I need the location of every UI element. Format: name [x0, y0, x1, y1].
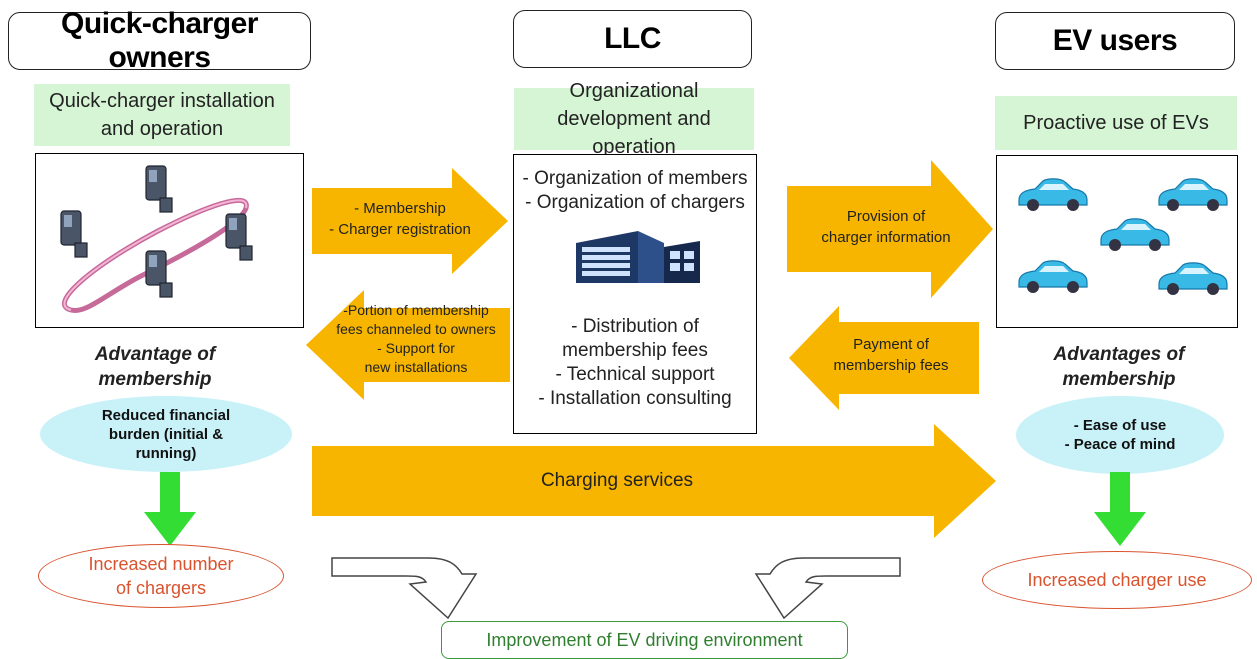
llc-item-chargers: - Organization of chargers	[525, 192, 745, 213]
users-benefit-ease: - Ease of use	[1073, 417, 1167, 434]
fees-support-arrow-left	[306, 290, 510, 400]
owners-benefit-ellipse: Reduced financial burden (initial & runn…	[40, 396, 292, 472]
owners-chargers-panel	[35, 153, 304, 328]
users-result-ellipse: Increased charger use	[982, 551, 1252, 609]
left-converging-arrow	[331, 557, 478, 620]
flow-provision-label-1: Provision of	[846, 208, 926, 225]
llc-item-members: - Organization of members	[522, 168, 748, 189]
users-benefit-ellipse: - Ease of use - Peace of mind	[1016, 396, 1224, 474]
users-result-label: Increased charger use	[1027, 570, 1207, 590]
llc-role-box: Organizational development and operation	[514, 80, 754, 158]
charging-services-label: Charging services	[540, 469, 694, 491]
flow-membership-label: - Membership	[354, 200, 446, 217]
owners-benefit-label: Reduced financial burden (initial & runn…	[101, 406, 231, 462]
flow-payment-label-2: membership fees	[833, 357, 949, 374]
llc-item-installation-consulting: - Installation consulting	[538, 388, 732, 409]
users-title: EV users	[995, 12, 1235, 70]
users-benefit-peace: - Peace of mind	[1064, 436, 1176, 453]
flow-support-label-2: new installations	[364, 359, 468, 375]
flow-portion-fees-label-1: -Portion of membership	[343, 302, 489, 318]
flow-charger-registration-label: - Charger registration	[329, 221, 471, 238]
owners-role-box: Quick-charger installation and operation	[34, 84, 290, 146]
llc-item-distribution: - Distribution of membership fees	[562, 316, 708, 361]
membership-arrow-right	[312, 168, 508, 274]
flow-payment-label-1: Payment of	[853, 336, 929, 353]
right-converging-arrow	[754, 557, 901, 620]
llc-item-technical-support: - Technical support	[555, 364, 715, 385]
charger-info-arrow-right	[787, 160, 993, 298]
owners-advantage-title: Advantage of membership	[94, 344, 216, 390]
flow-provision-label-2: charger information	[821, 229, 951, 246]
owners-down-arrow	[144, 472, 196, 546]
llc-panel: - Organization of members - Organization…	[513, 154, 757, 434]
electric-cars-illustration-icon	[1018, 178, 1228, 296]
owners-result-ellipse: Increased number of chargers	[38, 544, 284, 608]
membership-fees-arrow-left	[789, 306, 979, 410]
flow-portion-fees-label-2: fees channeled to owners	[336, 321, 496, 337]
outcome-box: Improvement of EV driving environment	[441, 621, 848, 659]
owners-result-label: Increased number of chargers	[88, 554, 234, 598]
flow-support-label-1: - Support for	[377, 340, 455, 356]
users-role-box: Proactive use of EVs	[995, 96, 1237, 150]
owners-title: Quick-charger owners	[8, 7, 311, 74]
charging-services-arrow	[312, 424, 996, 538]
users-down-arrow	[1094, 472, 1146, 546]
chargers-illustration-icon	[60, 165, 253, 313]
users-advantage-title: Advantages of membership	[1053, 344, 1185, 390]
llc-title: LLC	[513, 10, 752, 68]
users-cars-panel	[996, 155, 1238, 328]
office-building-icon	[576, 231, 700, 283]
